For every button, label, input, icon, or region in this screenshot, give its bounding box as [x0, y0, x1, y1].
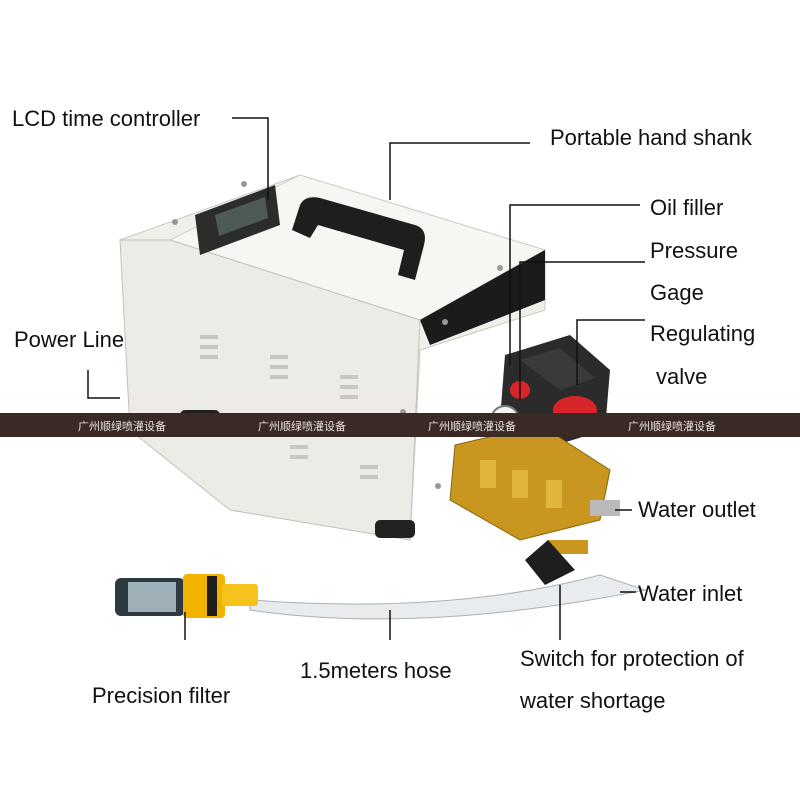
lcd-screen	[195, 185, 280, 255]
watermark-text: 广州顺绿喷灌设备	[78, 420, 166, 433]
watermark-band: 广州顺绿喷灌设备 广州顺绿喷灌设备 广州顺绿喷灌设备 广州顺绿喷灌设备	[0, 413, 800, 437]
brass-pump-body	[449, 424, 620, 585]
label-water-inlet: Water inlet	[638, 581, 743, 606]
label-filter: Precision filter	[92, 683, 231, 708]
leader-lines	[87, 117, 645, 640]
label-water-shortage: water shortage	[520, 688, 666, 713]
label-handle: Portable hand shank	[550, 125, 752, 150]
cabinet	[119, 174, 547, 541]
label-water-outlet: Water outlet	[638, 497, 756, 522]
label-power-line: Power Line	[14, 327, 125, 352]
label-lcd: LCD time controller	[12, 106, 201, 131]
label-gage: Gage	[650, 280, 704, 305]
watermark-text: 广州顺绿喷灌设备	[428, 420, 516, 433]
label-valve: valve	[656, 364, 708, 389]
label-regulating: Regulating	[650, 321, 756, 346]
watermark-text: 广州顺绿喷灌设备	[258, 420, 346, 433]
label-pressure: Pressure	[650, 238, 739, 263]
label-hose: 1.5meters hose	[300, 658, 452, 683]
precision-filter	[115, 574, 258, 618]
hose	[249, 574, 647, 620]
handle	[292, 197, 425, 280]
label-oil-filler: Oil filler	[650, 195, 724, 220]
label-switch: Switch for protection of	[520, 646, 744, 671]
watermark-text: 广州顺绿喷灌设备	[628, 420, 716, 433]
